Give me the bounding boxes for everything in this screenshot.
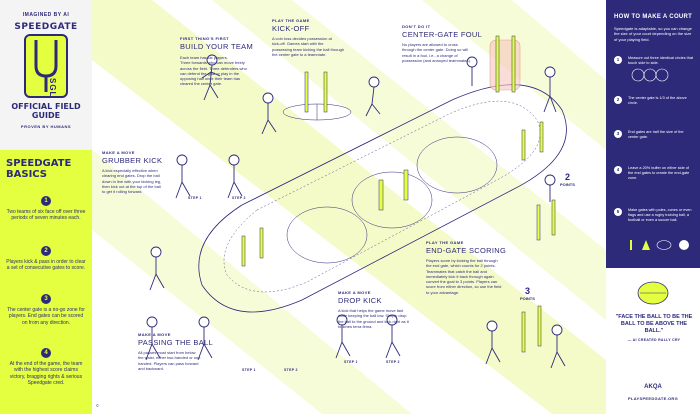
- points-2-badge: 2 POINTS: [560, 172, 575, 187]
- section-body: A coin toss decides possession at kick-o…: [272, 36, 345, 57]
- section-label: MAKE A MOVE: [138, 332, 171, 337]
- basics-item: 1 Two teams of six face off over three p…: [6, 196, 86, 222]
- section-body: A kick that helps the game move fast whi…: [338, 308, 409, 329]
- step-label: STEP 2: [284, 368, 298, 372]
- logo-title: SPEEDGATE: [14, 22, 78, 32]
- basics-item: 4 At the end of the game, the team with …: [6, 348, 86, 387]
- court-step-text: The center gate is 1/3 of the above circ…: [628, 96, 687, 105]
- section-title: BUILD YOUR TEAM: [180, 42, 253, 51]
- website-link[interactable]: PLAYSPEEDGATE.ORG: [628, 396, 678, 401]
- basics-item: 2 Players kick & pass in order to clear …: [6, 246, 86, 272]
- footer-panel: [606, 368, 700, 414]
- court-step-number: 3: [614, 130, 622, 138]
- basics-text: At the end of the game, the team with th…: [9, 361, 83, 387]
- court-step-text: Leave a 20% buffer on either side of the…: [628, 166, 690, 180]
- main-field-area: FIRST THING'S FIRST BUILD YOUR TEAM Each…: [92, 0, 606, 414]
- court-step-number: 4: [614, 166, 622, 174]
- player-figures: [145, 54, 566, 369]
- end-gate-post: [539, 121, 544, 153]
- end-gate-post: [521, 129, 526, 161]
- equipment-icons: [630, 240, 689, 250]
- court-circle-center: [351, 171, 433, 229]
- step-label: STEP 2: [386, 360, 400, 364]
- center-gate-post: [403, 169, 409, 201]
- basics-item: 3 The center gate is a no-go zone for pl…: [6, 294, 86, 326]
- foul-zone: [489, 39, 521, 91]
- court-step-number: 1: [614, 56, 622, 64]
- basics-number: 4: [41, 348, 51, 358]
- section-label: DON'T DO IT: [402, 24, 431, 29]
- field-guide-title: OFFICIAL FIELD GUIDE: [11, 102, 81, 120]
- speedgate-logo: [24, 34, 68, 98]
- section-label: FIRST THING'S FIRST: [180, 36, 229, 41]
- basics-text: The center gate is a no-go zone for play…: [7, 307, 85, 326]
- akqa-logo: AKQA: [644, 384, 662, 390]
- section-title: DROP KICK: [338, 296, 382, 305]
- section-title: KICK-OFF: [272, 24, 310, 33]
- step-label: STEP 1: [344, 360, 358, 364]
- section-label: MAKE A MOVE: [338, 290, 371, 295]
- basics-number: 1: [41, 196, 51, 206]
- rally-cry-quote: "FACE THE BALL TO BE THE BALL TO BE ABOV…: [615, 314, 693, 334]
- section-label: PLAY THE GAME: [272, 18, 310, 23]
- left-column: IMAGINED BY AI SPEEDGATE SGL OFFICIAL FI…: [0, 0, 92, 414]
- court-inner-line: [223, 100, 541, 293]
- basics-text: Players kick & pass in order to clear a …: [6, 259, 86, 272]
- step-label: STEP 2: [232, 196, 246, 200]
- basics-panel: SPEEDGATE BASICS 1 Two teams of six face…: [0, 150, 92, 414]
- proven-by-tag: PROVEN BY HUMANS: [20, 124, 72, 129]
- court-circle-right: [416, 136, 498, 194]
- end-gate-post: [259, 227, 264, 259]
- court-outline: [198, 84, 567, 313]
- court-step-text: End gates are half the size of the cente…: [628, 130, 684, 139]
- logo-letters: SGL: [48, 78, 57, 98]
- field-background: [92, 0, 606, 414]
- basics-number: 3: [41, 294, 51, 304]
- court-circle-left: [286, 206, 368, 264]
- court-guide-title: HOW TO MAKE A COURT: [614, 14, 693, 20]
- court-guide-intro: Speedgate is adaptable, so you can chang…: [614, 26, 692, 42]
- section-title: PASSING THE BALL: [138, 338, 213, 347]
- step-label: STEP 1: [188, 196, 202, 200]
- section-label: PLAY THE GAME: [426, 240, 464, 245]
- section-body: All passes must start from below the wai…: [138, 350, 201, 371]
- court-step-text: Make gates with poles, cones or even fla…: [628, 208, 692, 222]
- goal-post-icon: [34, 40, 58, 92]
- section-title: GRUBBER KICK: [102, 156, 163, 165]
- court-step-number: 5: [614, 208, 622, 216]
- points-3-badge: 3 POINTS: [520, 286, 535, 301]
- ball-icon: [637, 281, 669, 305]
- section-body: A kick especially effective when clearin…: [102, 168, 162, 195]
- court-step-number: 2: [614, 96, 622, 104]
- imagined-by-tag: IMAGINED BY AI: [22, 12, 70, 18]
- three-circles-icon: [631, 68, 669, 82]
- step-label: STEP 1: [242, 368, 256, 372]
- section-body: Players score by kicking the ball throug…: [426, 258, 502, 295]
- section-title: CENTER-GATE FOUL: [402, 30, 483, 39]
- section-label: MAKE A MOVE: [102, 150, 135, 155]
- section-body: Each team has six players. Three forward…: [180, 55, 247, 87]
- section-body: No players are allowed to cross through …: [402, 42, 471, 63]
- copyright: ©: [96, 403, 99, 408]
- end-gate-post: [241, 235, 246, 267]
- rally-cry-credit: — AI CREATED RALLY CRY: [627, 338, 681, 342]
- center-gate-post: [378, 179, 384, 211]
- right-column: HOW TO MAKE A COURT Speedgate is adaptab…: [606, 0, 700, 414]
- section-title: END-GATE SCORING: [426, 246, 507, 255]
- court-step-text: Measure out three identical circles that…: [628, 56, 694, 65]
- basics-number: 2: [41, 246, 51, 256]
- basics-title: SPEEDGATE BASICS: [6, 158, 72, 180]
- basics-text: Two teams of six face off over three per…: [6, 209, 86, 222]
